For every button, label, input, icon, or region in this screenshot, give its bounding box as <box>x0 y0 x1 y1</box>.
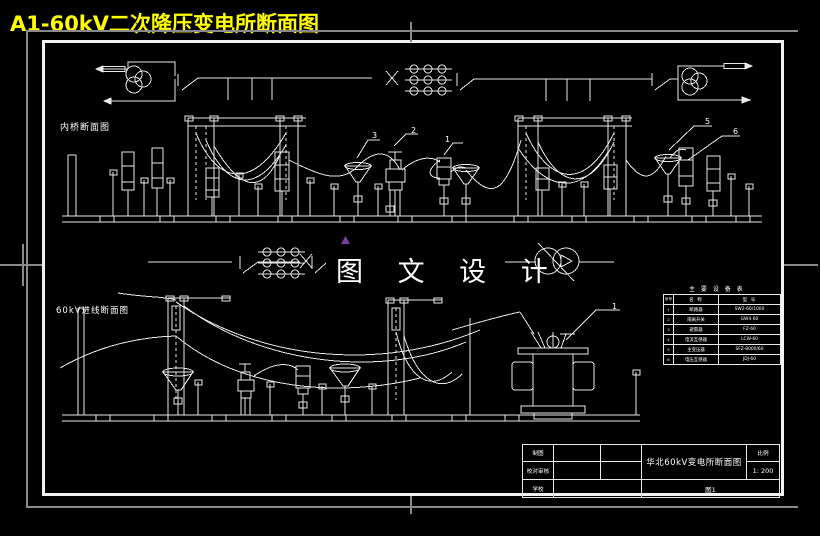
callout-1: 1 <box>445 135 451 144</box>
field-value-school <box>553 479 642 498</box>
callout-5: 5 <box>705 117 711 126</box>
upper-section-label: 内桥断面图 <box>60 123 111 133</box>
outer-frame-bottom <box>26 506 798 508</box>
table-row: 2 隔离开关 GW4-60 <box>663 314 781 325</box>
field-extra-2 <box>600 461 642 480</box>
row-no: 6 <box>663 354 674 365</box>
header-model: 型 号 <box>718 294 781 305</box>
drawing-number: 图1 <box>641 479 780 498</box>
row-name: 断路器 <box>673 304 719 315</box>
row-name: 隔离开关 <box>673 314 719 325</box>
row-no: 1 <box>663 304 674 315</box>
lower-section-label: 60kV进线断面图 <box>56 306 130 316</box>
drawing-border <box>42 40 784 496</box>
row-model: JDJ-60 <box>718 354 781 365</box>
row-no: 5 <box>663 344 674 355</box>
row-model: SW2-60/1000 <box>718 304 781 315</box>
legend-table: 主 要 设 备 表 序号 名 称 型 号 1 断路器 SW2-60/1000 2… <box>663 284 781 365</box>
field-value-checker <box>553 461 601 480</box>
row-name: 电压互感器 <box>673 354 719 365</box>
scale-value: 1: 200 <box>746 461 780 480</box>
callout-3: 3 <box>372 131 378 140</box>
field-extra-1 <box>600 444 642 462</box>
center-mark-top-v <box>410 22 412 42</box>
center-mark-left-v <box>22 244 24 286</box>
title-block: 制图 华北60kV变电所断面图 比例 校对审核 1: 200 学校 图1 <box>522 444 780 498</box>
page-title: A1-60kV二次降压变电所断面图 <box>10 12 320 36</box>
callout-lower-1: 1 <box>612 302 618 311</box>
table-row: 6 电压互感器 JDJ-60 <box>663 354 781 365</box>
center-mark-left-h <box>0 264 42 266</box>
callout-2: 2 <box>411 126 417 135</box>
table-row: 4 电流互感器 LCW-60 <box>663 334 781 345</box>
sheet-title: 华北60kV变电所断面图 <box>641 444 747 480</box>
scale-label: 比例 <box>746 444 780 462</box>
callout-6: 6 <box>733 127 739 136</box>
center-mark-right-h <box>784 264 818 266</box>
table-row: 3 避雷器 FZ-60 <box>663 324 781 335</box>
row-model: LCW-60 <box>718 334 781 345</box>
equipment-table: 序号 名 称 型 号 1 断路器 SW2-60/1000 2 隔离开关 GW4-… <box>663 294 781 365</box>
row-model: SFZ-8000/60 <box>718 344 781 355</box>
outer-frame <box>26 30 798 508</box>
row-model: FZ-60 <box>718 324 781 335</box>
header-name: 名 称 <box>673 294 719 305</box>
table-row: 5 主变压器 SFZ-8000/60 <box>663 344 781 355</box>
legend-caption: 主 要 设 备 表 <box>689 286 745 293</box>
row-name: 电流互感器 <box>673 334 719 345</box>
row-no: 2 <box>663 314 674 325</box>
field-label-school: 学校 <box>522 479 554 498</box>
watermark-mark <box>341 236 350 244</box>
row-name: 避雷器 <box>673 324 719 335</box>
row-name: 主变压器 <box>673 344 719 355</box>
header-no: 序号 <box>663 294 674 305</box>
watermark-text: 图 文 设 计 <box>336 257 561 288</box>
row-no: 4 <box>663 334 674 345</box>
row-model: GW4-60 <box>718 314 781 325</box>
center-mark-bottom-v <box>410 496 412 514</box>
row-no: 3 <box>663 324 674 335</box>
field-label-checker: 校对审核 <box>522 461 554 480</box>
table-row: 1 断路器 SW2-60/1000 <box>663 304 781 315</box>
table-header-row: 序号 名 称 型 号 <box>663 294 781 305</box>
field-value-drafter <box>553 444 601 462</box>
field-label-drafter: 制图 <box>522 444 554 462</box>
